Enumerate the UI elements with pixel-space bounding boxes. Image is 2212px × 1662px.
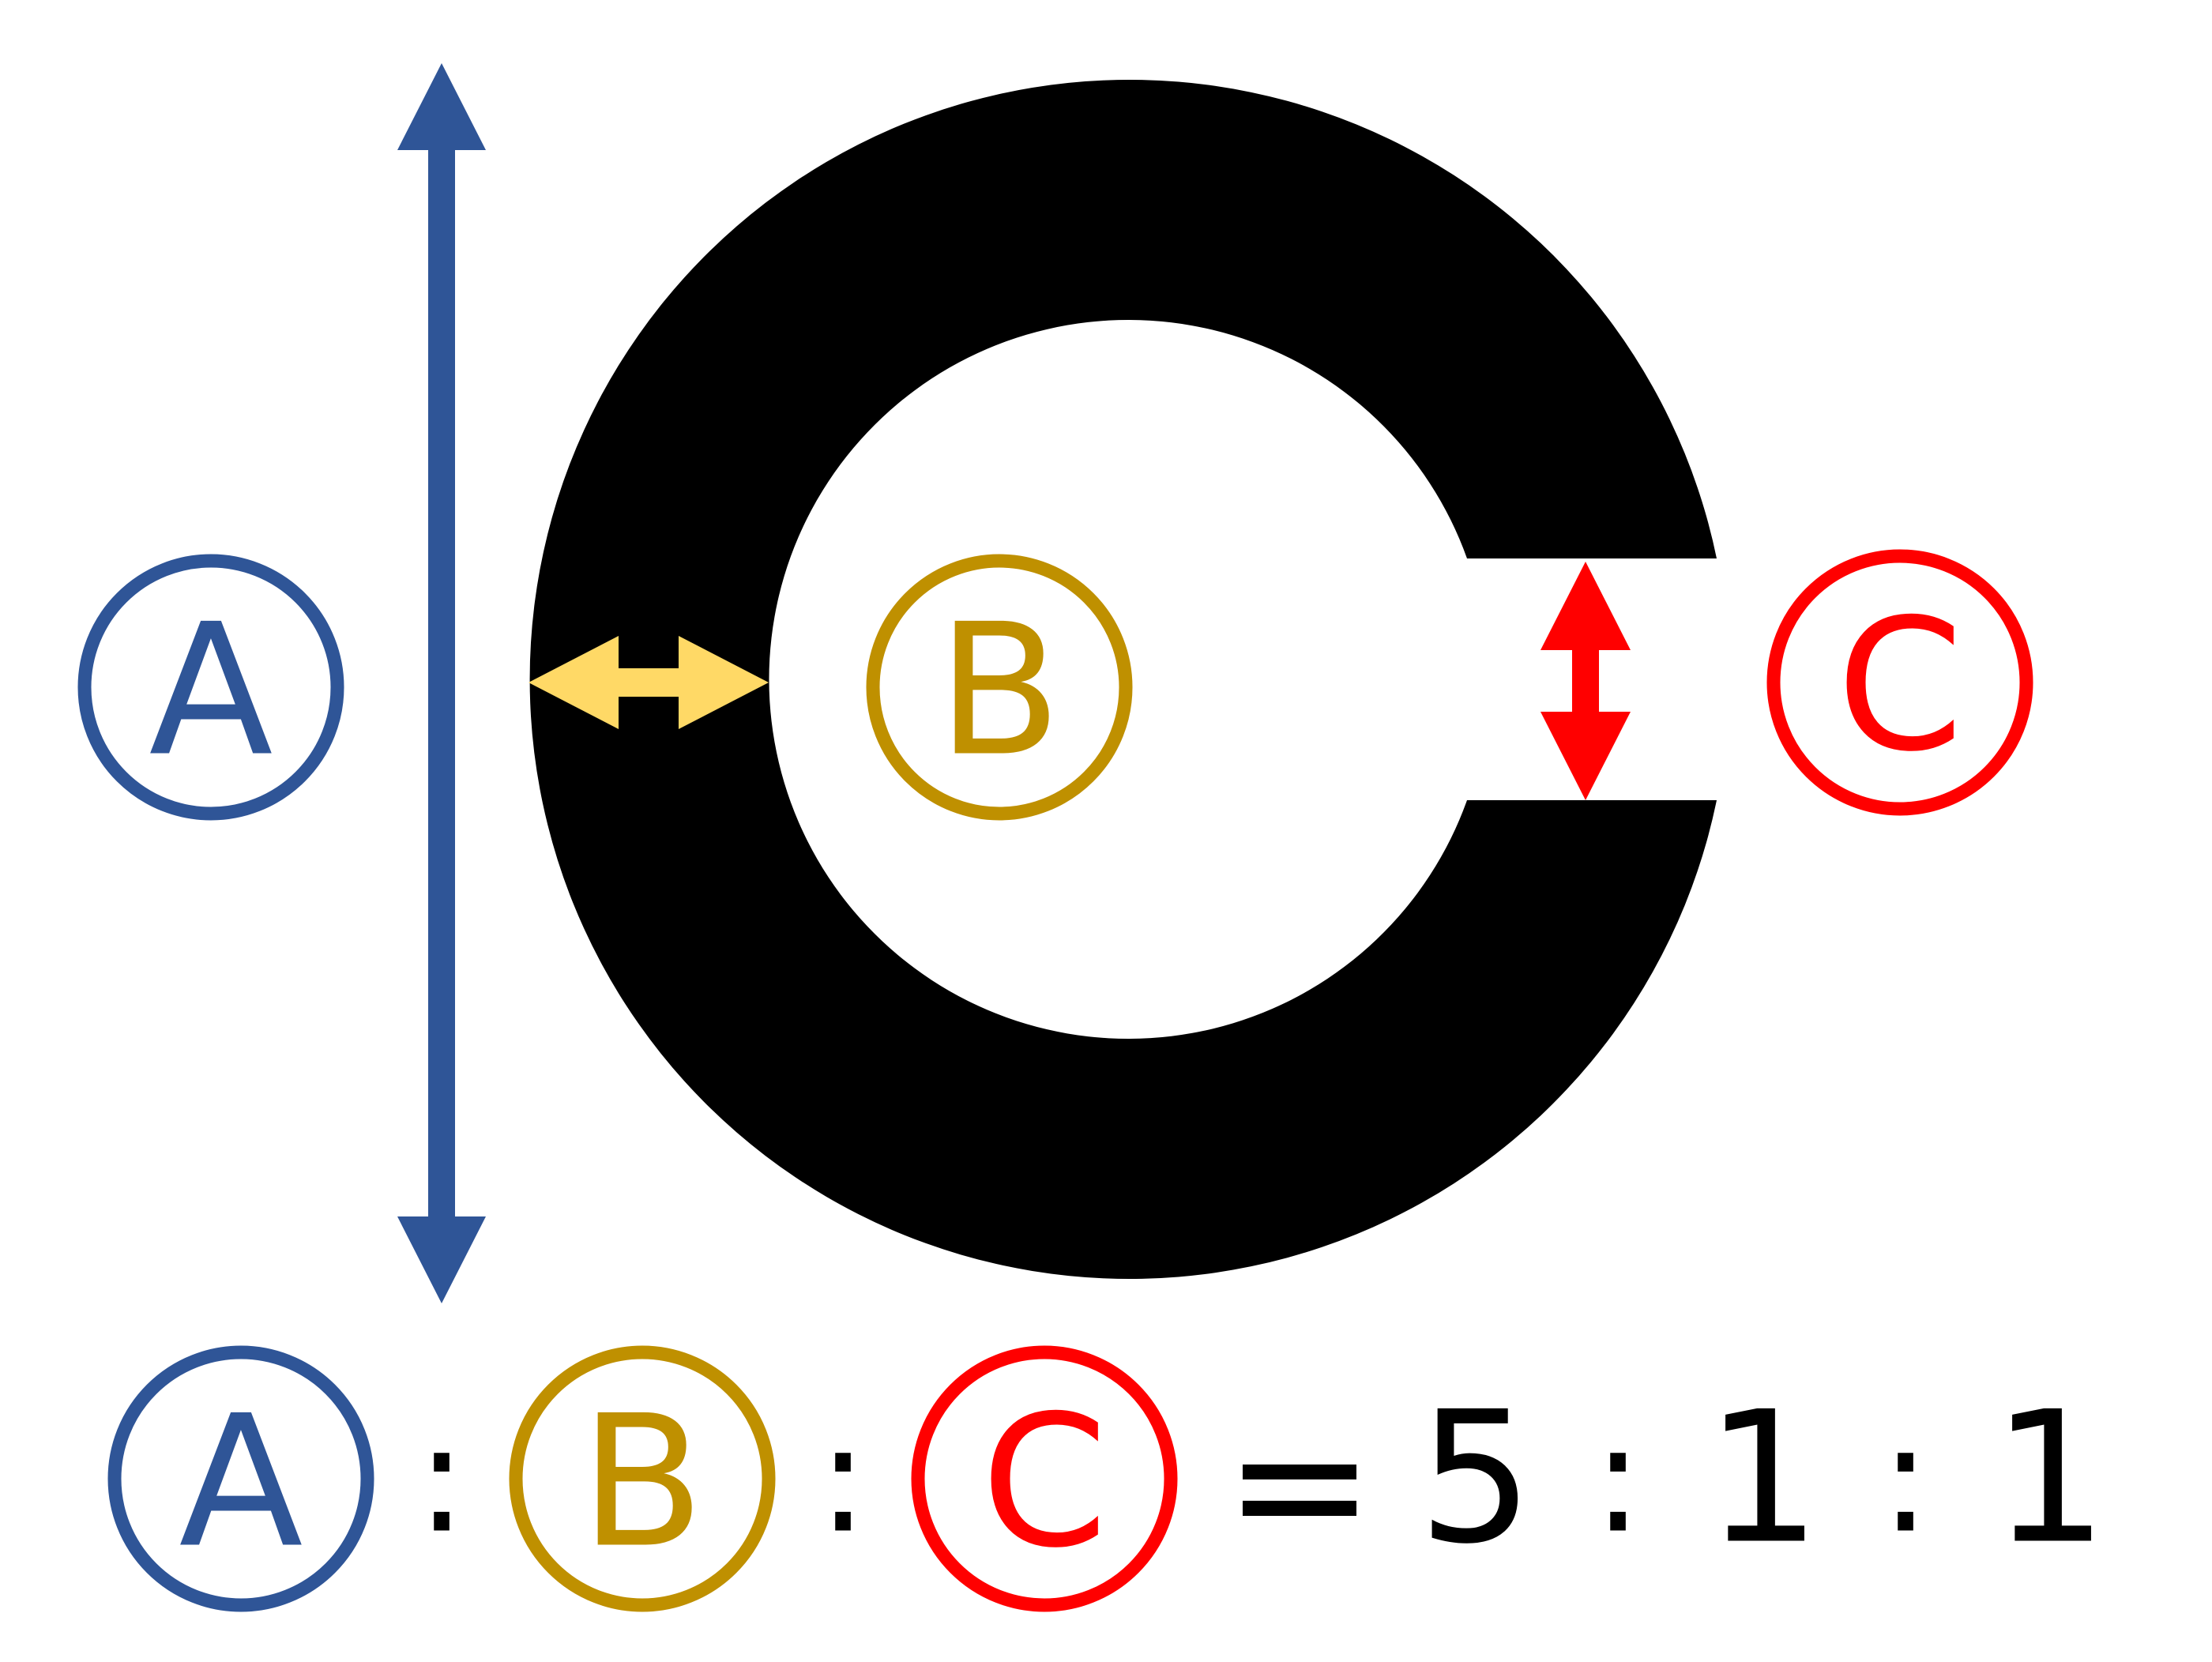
label-a-text: A <box>149 586 273 797</box>
landolt-ring <box>529 80 1717 1279</box>
eq-sep-4: : <box>1880 1392 1931 1566</box>
label-b-circle <box>866 554 1133 821</box>
eq-sep-1: : <box>416 1392 467 1566</box>
label-c-circled: C <box>1766 549 2033 816</box>
eq-equals: = <box>1224 1380 1376 1591</box>
gap-width-arrow <box>1540 562 1631 800</box>
label-a-circle <box>77 554 344 821</box>
eq-label-b-text: B <box>580 1378 705 1589</box>
eq-label-b: B <box>509 1345 776 1612</box>
eq-label-a: A <box>107 1345 374 1612</box>
label-b-text: B <box>937 586 1062 797</box>
eq-value-a: 5 <box>1418 1374 1533 1585</box>
eq-sep-3: : <box>1593 1392 1643 1566</box>
eq-label-a-text: A <box>179 1378 303 1589</box>
diameter-arrow <box>397 63 486 1303</box>
label-b-circled: B <box>866 554 1133 821</box>
eq-value-b: 1 <box>1706 1374 1821 1585</box>
label-c-circle <box>1766 549 2033 816</box>
stroke-width-arrow <box>529 636 769 729</box>
eq-value-c: 1 <box>1992 1374 2108 1585</box>
ratio-equation: A : B : C = 5 : 1 : 1 <box>107 1345 2108 1612</box>
label-a-circled: A <box>77 554 344 821</box>
label-c-text: C <box>1837 581 1964 792</box>
eq-label-c: C <box>911 1345 1178 1612</box>
eq-label-c-text: C <box>981 1378 1108 1589</box>
eq-sep-2: : <box>818 1392 868 1566</box>
